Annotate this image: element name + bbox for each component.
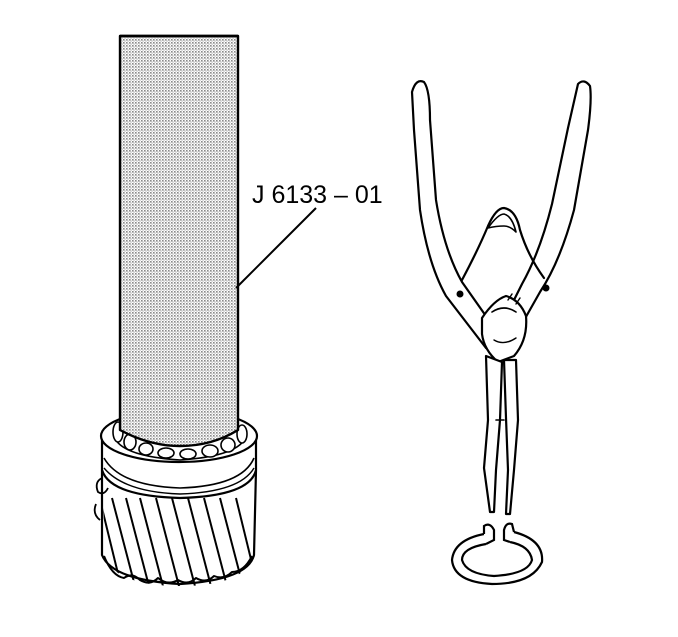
pliers-spring	[460, 206, 546, 282]
pliers-pivot	[480, 294, 528, 364]
installer-tube	[118, 34, 240, 448]
snap-ring-pliers	[410, 80, 592, 516]
pliers-right-handle	[498, 80, 592, 340]
bearing-rollers	[112, 421, 248, 460]
callout-leader-line	[235, 207, 317, 289]
pinion-gear-assembly	[93, 34, 259, 586]
tool-number-label: J 6133 – 01	[252, 181, 383, 209]
pliers-left-jaw	[482, 354, 504, 514]
snap-ring	[450, 522, 544, 586]
pliers-left-handle	[410, 80, 502, 350]
pliers-right-jaw	[502, 358, 520, 516]
tool-callout: J 6133 – 01	[235, 181, 383, 289]
